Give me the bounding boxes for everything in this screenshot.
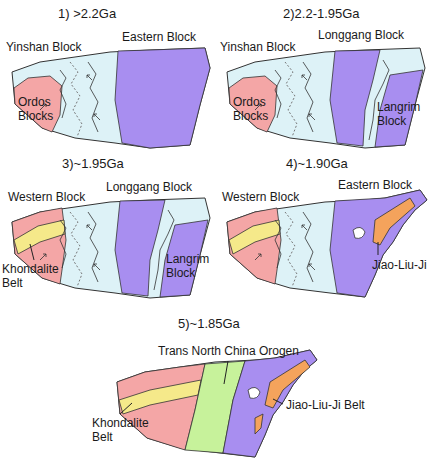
- panel-title: 3)~1.95Ga: [62, 156, 124, 171]
- map-label: Yinshan Block: [220, 40, 296, 54]
- map-label: Jiao-Liu-Ji: [372, 258, 427, 272]
- map-label: Khondalite Belt: [92, 416, 172, 444]
- panel-title: 5)~1.85Ga: [178, 316, 240, 331]
- map-label: Eastern Block: [122, 30, 196, 44]
- panel-title: 4)~1.90Ga: [286, 156, 348, 171]
- map-label: Eastern Block: [338, 178, 412, 192]
- map-label: Ordos Blocks: [233, 95, 283, 123]
- map-label: Jiao-Liu-Ji Belt: [286, 398, 365, 412]
- map-label: Longgang Block: [106, 180, 192, 194]
- map-label: Trans North China Orogen: [158, 344, 299, 358]
- panel-title: 1) >2.2Ga: [58, 6, 116, 21]
- map-label: Yinshan Block: [6, 40, 82, 54]
- panel-title: 2)2.2-1.95Ga: [283, 6, 360, 21]
- map-label: Western Block: [8, 190, 85, 204]
- map-label: Ordos Blocks: [18, 95, 68, 123]
- map-label: Langrim Block: [377, 100, 427, 128]
- map-label: Langrim Block: [166, 252, 216, 280]
- map-label: Khondalite Belt: [2, 262, 82, 290]
- map-label: Western Block: [222, 190, 299, 204]
- map-label: Longgang Block: [318, 28, 404, 42]
